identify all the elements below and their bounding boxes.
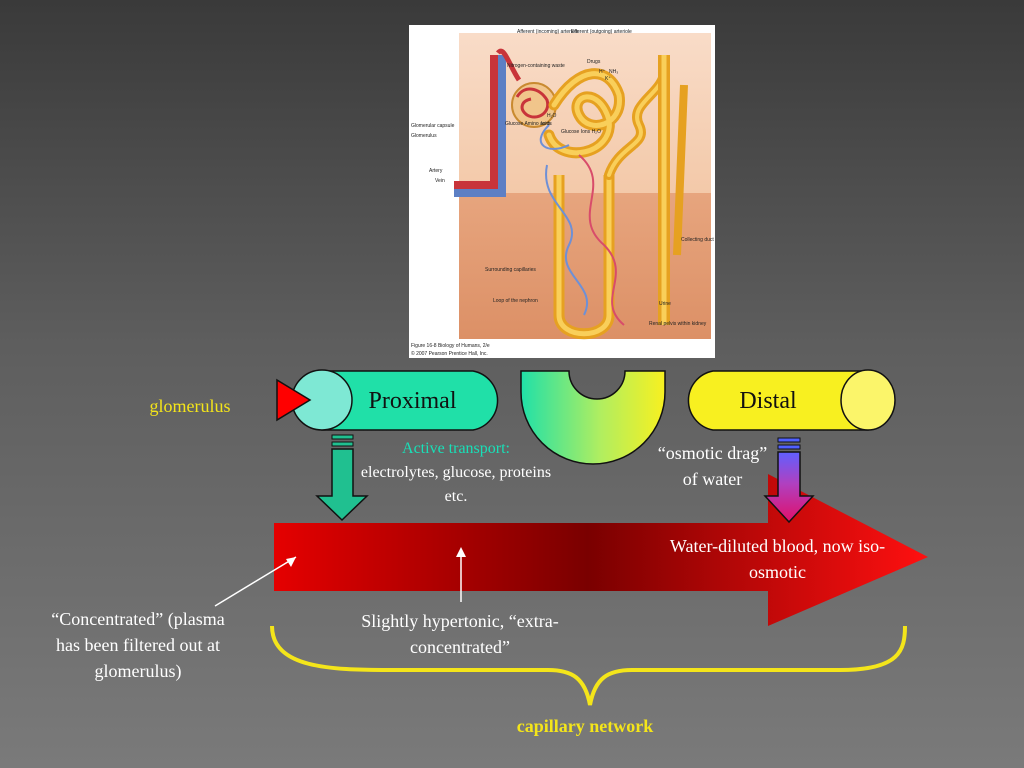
slightly-hypertonic-label: Slightly hypertonic, “extra-concentrated… <box>361 611 559 657</box>
nephron-illustration: Afferent (incoming) arteriole Efferent (… <box>411 29 714 357</box>
figure-label-glucose-amino: Glucose Amino acids <box>505 121 552 127</box>
figure-label-surrounding-capillaries: Surrounding capillaries <box>485 267 536 273</box>
figure-label-renal-pelvis: Renal pelvis within kidney <box>649 321 707 327</box>
figure-caption-line2: © 2007 Pearson Prentice Hall, Inc. <box>411 350 488 357</box>
figure-label-afferent: Afferent (incoming) arteriole <box>517 29 579 35</box>
blood-flow-arrow <box>274 474 928 626</box>
distal-tubule-cap <box>840 369 896 431</box>
figure-label-nh3: NH₃ <box>609 69 618 75</box>
glomerulus-triangle <box>276 378 312 422</box>
distal-tubule <box>687 370 869 431</box>
figure-label-glomerular-capsule: Glomerular capsule <box>411 123 455 129</box>
proximal-tubule <box>321 370 499 431</box>
concentrated-pointer-line <box>214 556 297 607</box>
active-transport-title: Active transport: <box>402 440 510 457</box>
concentrated-label: “Concentrated” (plasma has been filtered… <box>51 609 225 681</box>
figure-label-loop: Loop of the nephron <box>493 298 538 304</box>
active-transport-body: electrolytes, glucose, proteins etc. <box>360 464 552 505</box>
nephron-figure: Afferent (incoming) arteriole Efferent (… <box>409 25 715 358</box>
osmotic-drag-arrow <box>763 437 815 524</box>
proximal-label: Proximal <box>368 388 457 414</box>
figure-label-urine: Urine <box>659 301 671 307</box>
figure-label-collecting-duct: Collecting duct <box>681 237 714 243</box>
figure-label-artery: Artery <box>429 168 443 174</box>
figure-label-efferent: Efferent (outgoing) arteriole <box>571 29 632 35</box>
figure-label-h2o: H₂O <box>547 113 557 119</box>
glomerulus-label: glomerulus <box>149 396 231 416</box>
capillary-bracket <box>270 625 907 706</box>
figure-label-k-plus: K⁺ <box>605 76 611 82</box>
concentrated-pointer-head <box>286 557 296 567</box>
figure-caption-line1: Figure 16-8 Biology of Humans, 2/e <box>411 343 490 349</box>
loop-of-henle <box>520 370 666 465</box>
hypertonic-pointer-head <box>456 547 466 557</box>
figure-label-ions: Ions <box>541 121 551 127</box>
figure-label-vein: Vein <box>435 178 445 184</box>
figure-label-glucose-ions: Glucose Ions H₂O <box>561 129 601 135</box>
figure-label-h-plus: H⁺ <box>599 69 606 75</box>
distal-label: Distal <box>739 388 797 414</box>
reabsorption-arrow <box>315 434 369 522</box>
osmotic-drag-label: “osmotic drag” of water <box>657 443 768 489</box>
figure-label-drugs: Drugs <box>587 59 601 65</box>
figure-label-glomerulus: Glomerulus <box>411 133 437 139</box>
figure-label-nitrogen: Nitrogen-containing waste <box>507 63 565 69</box>
water-diluted-label: Water-diluted blood, now iso-osmotic <box>669 536 886 582</box>
capillary-network-label: capillary network <box>516 716 654 736</box>
